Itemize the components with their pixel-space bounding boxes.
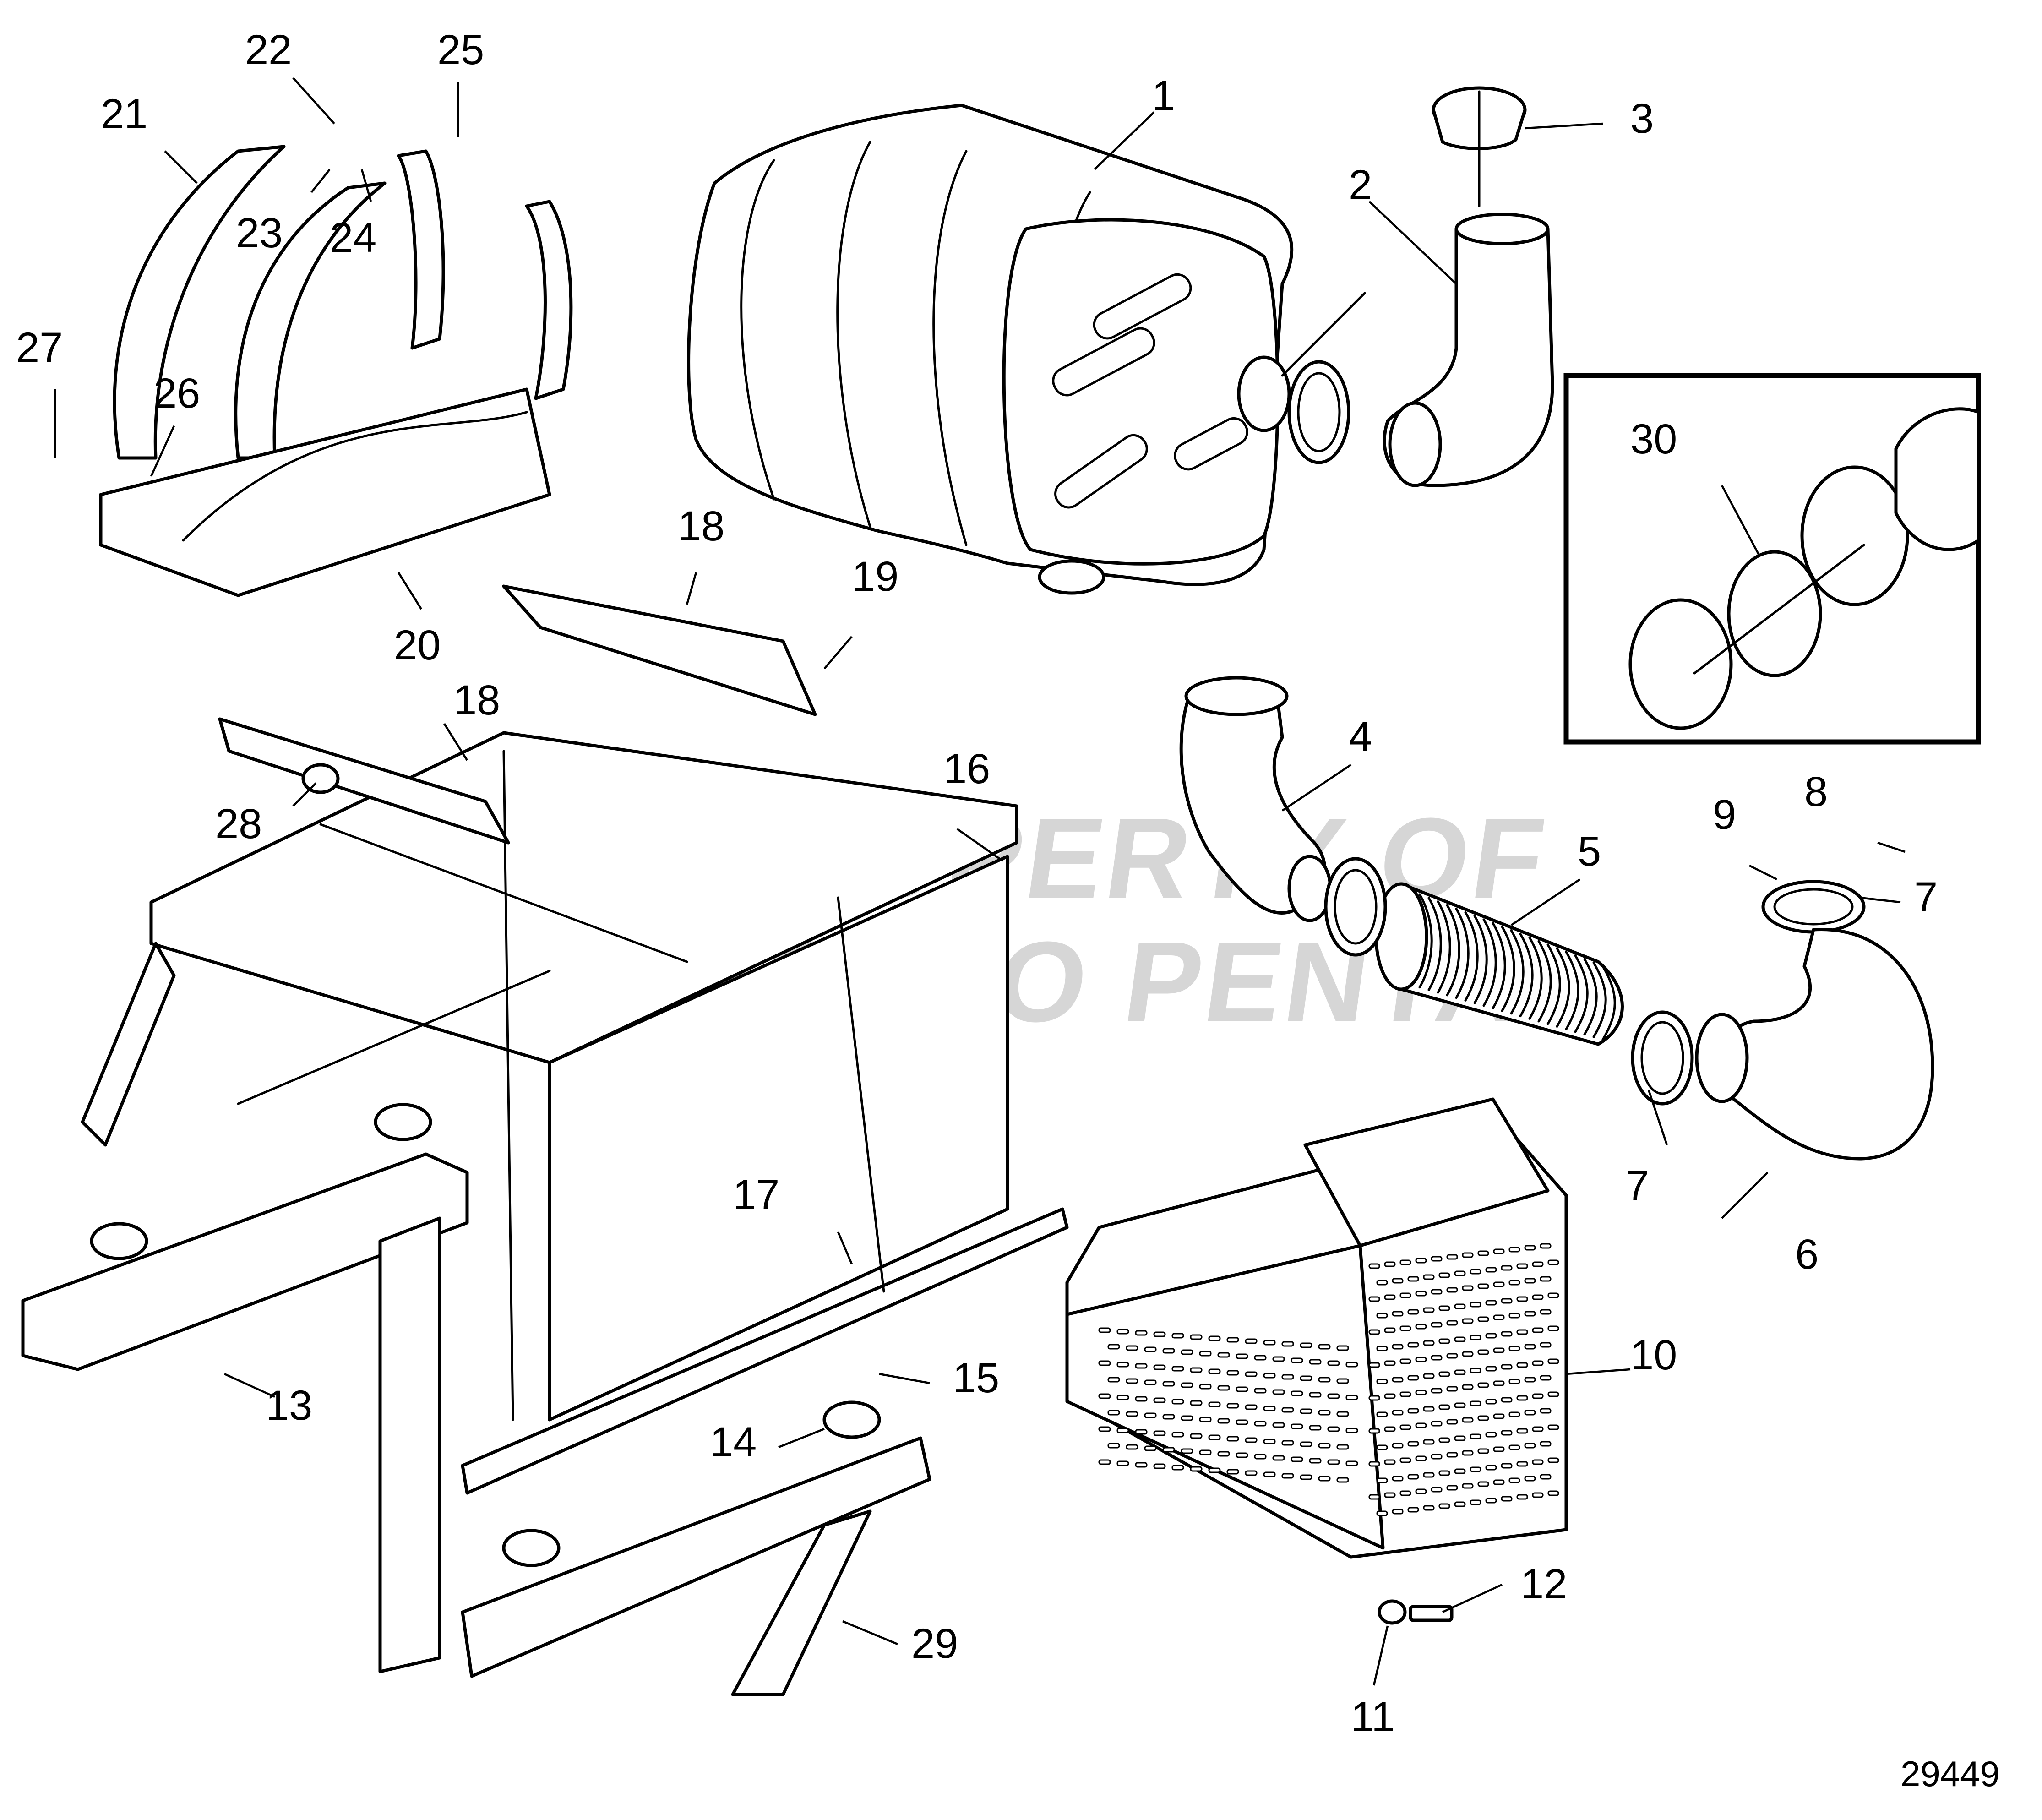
callout-13: 13 [266, 1382, 312, 1429]
callout-3: 3 [1630, 95, 1654, 142]
outlet-clamp [1281, 292, 1366, 464]
callout-16: 16 [943, 746, 990, 792]
callout-8: 8 [1804, 768, 1828, 815]
flange-nut [301, 763, 340, 794]
callout-6: 6 [1795, 1231, 1819, 1278]
leader-lines [54, 77, 1906, 1686]
callout-2: 2 [1349, 162, 1372, 208]
v-clamp-right [1761, 880, 1866, 934]
cross-beam [21, 1152, 469, 1673]
outlet-elbow [1383, 213, 1554, 487]
mounting-bracket-lower [218, 717, 510, 845]
flex-bellows [1374, 882, 1624, 1046]
heat-shield-perforations [1098, 1243, 1559, 1516]
callout-21: 21 [101, 91, 147, 137]
callout-29: 29 [911, 1620, 958, 1667]
callout-5: 5 [1578, 828, 1601, 875]
callout-14: 14 [710, 1419, 757, 1466]
support-frame [81, 731, 1069, 1495]
callout-26: 26 [153, 370, 200, 417]
callout-10: 10 [1630, 1332, 1677, 1379]
detail-inset [1563, 373, 1981, 745]
callout-4: 4 [1349, 714, 1372, 760]
muffler-strap-assembly [99, 145, 573, 597]
callout-20: 20 [394, 622, 441, 669]
callout-30: 30 [1630, 416, 1677, 463]
mounting-bracket-upper [502, 584, 817, 716]
callout-11: 11 [1351, 1694, 1395, 1740]
heat-shield [1065, 1097, 1568, 1559]
rubber-mounts [90, 1103, 881, 1567]
callout-19: 19 [852, 553, 898, 600]
v-clamp-upper [1324, 857, 1387, 957]
shield-bolt [1409, 1605, 1454, 1622]
callout-27: 27 [16, 324, 63, 371]
callout-17: 17 [733, 1172, 779, 1218]
callout-15: 15 [953, 1355, 999, 1401]
lower-elbow [1695, 927, 1934, 1161]
intermediate-elbow [1179, 676, 1332, 922]
muffler [687, 104, 1294, 595]
callout-24: 24 [330, 214, 376, 261]
callout-23: 23 [236, 210, 283, 256]
callout-7b: 7 [1626, 1162, 1649, 1209]
callout-1: 1 [1152, 72, 1175, 119]
callout-7a: 7 [1914, 874, 1938, 921]
lower-beam [461, 1436, 931, 1696]
v-clamp-lower [1631, 1010, 1694, 1106]
drawing-number: 29449 [1900, 1754, 2000, 1794]
callout-18b: 18 [453, 677, 500, 724]
callout-labels: 1 2 3 4 5 6 7 7 8 9 10 11 12 13 14 15 16… [16, 27, 1938, 1740]
callout-18a: 18 [678, 503, 724, 550]
callout-25: 25 [437, 27, 484, 73]
washer [1378, 1599, 1407, 1625]
callout-22: 22 [245, 27, 292, 73]
callout-12: 12 [1520, 1561, 1567, 1607]
callout-9: 9 [1713, 791, 1736, 838]
callout-28: 28 [215, 801, 262, 847]
rain-cap [1432, 86, 1527, 207]
